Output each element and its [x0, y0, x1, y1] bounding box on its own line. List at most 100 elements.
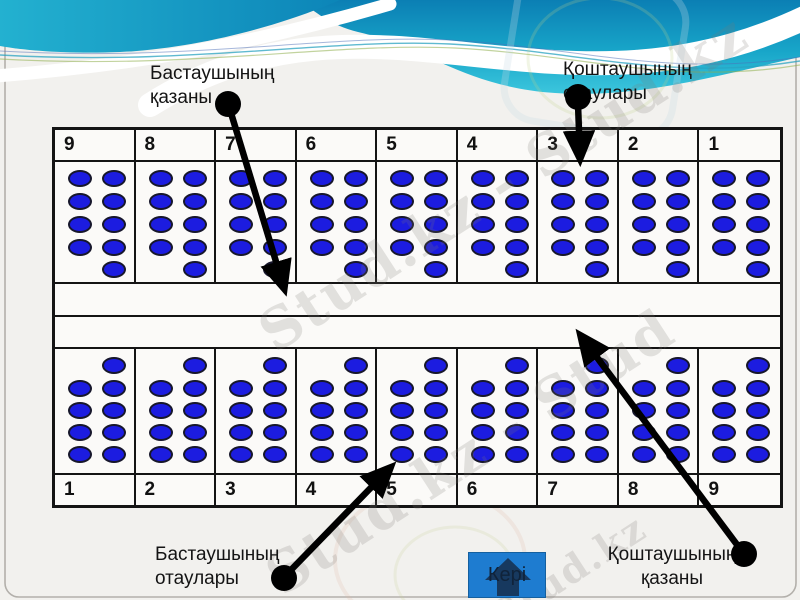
kumalak-ball [631, 446, 656, 463]
kumalak-ball [68, 424, 92, 441]
kumalak-ball [102, 216, 126, 233]
kumalak-ball [390, 193, 415, 210]
kumalak-ball [309, 402, 334, 419]
kumalak-ball [229, 193, 254, 210]
kumalak-ball [631, 424, 656, 441]
cell-number: 2 [619, 130, 700, 160]
kumalak-ball [343, 216, 368, 233]
kumalak-ball [665, 380, 690, 397]
kumalak-ball [182, 357, 207, 374]
kumalak-ball [746, 424, 771, 441]
cell-number: 1 [55, 475, 136, 505]
kumalak-ball [182, 193, 207, 210]
kumalak-ball [746, 239, 771, 256]
kumalak-ball [424, 424, 449, 441]
back-button[interactable]: Кері [468, 552, 546, 598]
kumalak-ball [504, 424, 529, 441]
kumalak-ball [470, 193, 495, 210]
kumalak-ball [585, 239, 610, 256]
kumalak-ball [309, 170, 334, 187]
label-bastaushy-kazan: Бастаушының қазаны [150, 63, 275, 109]
kumalak-ball [665, 239, 690, 256]
cell-number: 3 [216, 475, 297, 505]
kumalak-ball [182, 170, 207, 187]
kumalak-ball [631, 193, 656, 210]
kumalak-ball [263, 357, 288, 374]
kumalak-ball [470, 446, 495, 463]
kumalak-ball [424, 170, 449, 187]
board-cell [619, 162, 700, 282]
board-cell [216, 349, 297, 473]
kumalak-ball [585, 357, 610, 374]
bottom-balls-row [55, 349, 780, 475]
kumalak-ball [631, 216, 656, 233]
cell-number: 4 [458, 130, 539, 160]
kumalak-ball [504, 261, 529, 278]
kumalak-ball [665, 170, 690, 187]
kumalak-ball [182, 380, 207, 397]
kumalak-ball [665, 261, 690, 278]
board-cell [377, 162, 458, 282]
kumalak-ball [343, 446, 368, 463]
cell-number: 5 [377, 130, 458, 160]
kumalak-ball [148, 402, 173, 419]
kumalak-ball [102, 357, 126, 374]
kumalak-ball [712, 170, 737, 187]
cell-number: 5 [377, 475, 458, 505]
label-koshtaushy-kazan: Қоштаушының қазаны [607, 544, 737, 590]
kumalak-ball [148, 170, 173, 187]
kumalak-ball [712, 239, 737, 256]
wave-left [0, 0, 340, 53]
kumalak-ball [148, 193, 173, 210]
kumalak-ball [390, 424, 415, 441]
kumalak-ball [551, 402, 576, 419]
kumalak-ball [182, 216, 207, 233]
kumalak-ball [390, 216, 415, 233]
kumalak-ball [712, 402, 737, 419]
kumalak-ball [424, 357, 449, 374]
kumalak-ball [343, 380, 368, 397]
kumalak-ball [68, 193, 92, 210]
kumalak-ball [343, 424, 368, 441]
kumalak-ball [746, 193, 771, 210]
kumalak-ball [551, 239, 576, 256]
kumalak-ball [390, 402, 415, 419]
board-cell [297, 162, 378, 282]
kumalak-ball [585, 402, 610, 419]
kumalak-ball [343, 239, 368, 256]
kumalak-ball [585, 424, 610, 441]
board-cell [619, 349, 700, 473]
kumalak-ball [229, 424, 254, 441]
kumalak-ball [343, 193, 368, 210]
label-bastaushy-otau: Бастаушының отаулары [155, 544, 280, 590]
board-cell [699, 349, 780, 473]
kumalak-ball [309, 193, 334, 210]
kumalak-ball [148, 424, 173, 441]
kumalak-ball [182, 261, 207, 278]
top-balls-row [55, 162, 780, 284]
kumalak-ball [229, 239, 254, 256]
kumalak-ball [263, 170, 288, 187]
kumalak-ball [68, 402, 92, 419]
cell-number: 9 [708, 479, 720, 500]
kumalak-ball [229, 402, 254, 419]
kumalak-ball [585, 446, 610, 463]
board-cell [377, 349, 458, 473]
kumalak-ball [665, 357, 690, 374]
kumalak-ball [631, 380, 656, 397]
kumalak-ball [470, 170, 495, 187]
kumalak-ball [263, 239, 288, 256]
kumalak-ball [68, 380, 92, 397]
kumalak-ball [712, 193, 737, 210]
board-cell [699, 162, 780, 282]
kumalak-ball [229, 380, 254, 397]
board-cell [538, 162, 619, 282]
kumalak-ball [746, 261, 771, 278]
kumalak-ball [424, 193, 449, 210]
kumalak-ball [390, 239, 415, 256]
back-button-label: Кері [487, 563, 527, 586]
kazan-strip-top [55, 284, 780, 317]
kumalak-ball [551, 446, 576, 463]
